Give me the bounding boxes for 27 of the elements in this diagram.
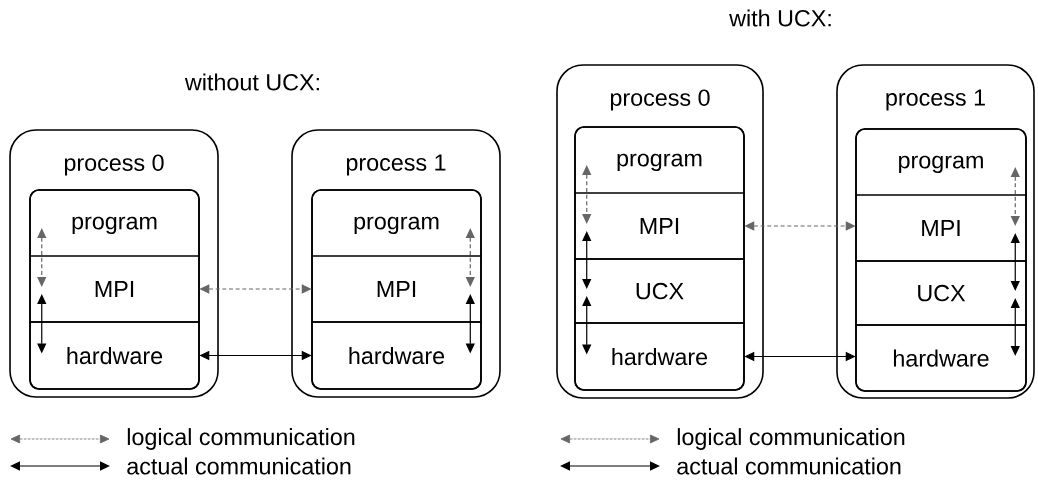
vertical-arrow (582, 165, 592, 224)
vertical-arrow (37, 228, 47, 287)
layer-row: hardware (29, 321, 200, 390)
layer-row: program (855, 128, 1027, 196)
layer-row: hardware (855, 324, 1027, 392)
heading: with UCX: (729, 9, 831, 27)
vertical-arrow (1010, 233, 1020, 291)
vertical-arrow (582, 231, 592, 289)
vertical-arrow (1010, 167, 1020, 226)
layer-row: MPI (29, 255, 200, 323)
vertical-arrow (465, 228, 475, 287)
layer-row: hardware (574, 322, 745, 391)
layer-row: hardware (311, 321, 482, 390)
layer-row: UCX (574, 258, 745, 324)
layer-row: program (29, 189, 200, 257)
layer-row: MPI (855, 194, 1027, 262)
legend-text: actual communication (677, 457, 901, 475)
heading: without UCX: (184, 73, 319, 91)
layer-row: MPI (311, 255, 482, 323)
legend-text: actual communication (127, 457, 351, 475)
layer-row: program (574, 126, 745, 194)
layer-row: program (311, 189, 482, 257)
layer-row: UCX (855, 260, 1027, 326)
legend-text: logical communication (127, 428, 355, 450)
legend-text: logical communication (677, 428, 905, 450)
vertical-arrow (1010, 298, 1020, 356)
layer-row: MPI (574, 192, 745, 260)
